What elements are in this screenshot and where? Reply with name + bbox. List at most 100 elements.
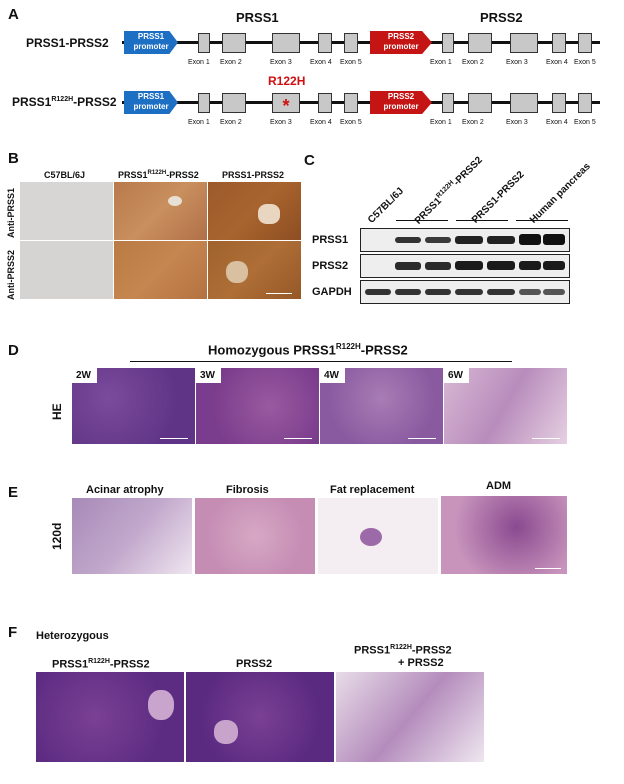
panel-label-b: B xyxy=(8,150,19,167)
mutation-asterisk: * xyxy=(282,96,290,116)
blot-band xyxy=(425,289,451,295)
exon-1 xyxy=(442,93,454,113)
image-label-fibrosis: Fibrosis xyxy=(226,484,269,496)
blot-band xyxy=(365,289,391,295)
scale-bar xyxy=(266,293,292,294)
exon-1 xyxy=(198,93,210,113)
panel-label-d: D xyxy=(8,342,19,359)
blot-band xyxy=(519,289,541,295)
ihc-c57bl-anti-prss2 xyxy=(20,241,113,299)
exon-label: Exon 1 xyxy=(430,59,452,66)
he-image-het-mutant xyxy=(36,672,184,762)
blot-band xyxy=(543,234,565,245)
he-image-3w: 3W xyxy=(196,368,319,444)
timepoint-label: 4W xyxy=(320,368,345,383)
timepoint-label: 6W xyxy=(444,368,469,383)
exon-label: Exon 4 xyxy=(310,119,332,126)
image-label-acinar-atrophy: Acinar atrophy xyxy=(86,484,164,496)
residual-acini xyxy=(360,528,382,546)
exon-label: Exon 5 xyxy=(574,119,596,126)
panel-label-c: C xyxy=(304,152,315,169)
ihc-c57bl-anti-prss1 xyxy=(20,182,113,240)
blot-band xyxy=(455,289,483,295)
exon-label: Exon 5 xyxy=(340,119,362,126)
exon-label: Exon 2 xyxy=(462,59,484,66)
column-label-prss2: PRSS2 xyxy=(236,658,273,670)
panel-d-title: Homozygous PRSS1R122H-PRSS2 xyxy=(208,342,408,358)
gene-backbone xyxy=(122,101,600,104)
blot-band xyxy=(425,262,451,270)
blot-band xyxy=(395,237,421,243)
exon-5 xyxy=(578,93,592,113)
ihc-mutant-anti-prss2 xyxy=(114,241,207,299)
exon-label: Exon 2 xyxy=(220,59,242,66)
exon-label: Exon 3 xyxy=(270,119,292,126)
exon-label: Exon 4 xyxy=(546,119,568,126)
construct-label-mutant: PRSS1R122H-PRSS2 xyxy=(12,95,117,109)
exon-2 xyxy=(468,33,492,53)
blot-band xyxy=(455,261,483,270)
panel-label-e: E xyxy=(8,484,19,501)
exon-5 xyxy=(578,33,592,53)
scale-bar xyxy=(532,438,560,439)
group-bar xyxy=(396,220,448,221)
duct-lumen xyxy=(168,196,182,206)
blot-band xyxy=(395,262,421,270)
title-underline xyxy=(130,361,512,362)
band-label-gapdh: GAPDH xyxy=(312,286,352,298)
row-label-anti-prss1: Anti-PRSS1 xyxy=(6,187,16,238)
exon-label: Exon 3 xyxy=(506,119,528,126)
exon-label: Exon 5 xyxy=(574,59,596,66)
exon-label: Exon 4 xyxy=(310,59,332,66)
column-label-c57bl: C57BL/6J xyxy=(44,170,86,180)
scale-bar xyxy=(535,568,561,569)
timepoint-label: 2W xyxy=(72,368,97,383)
exon-5 xyxy=(344,33,358,53)
exon-3 xyxy=(272,33,300,53)
western-blot-prss2 xyxy=(360,254,570,278)
exon-label: Exon 2 xyxy=(462,119,484,126)
image-label-fat-replacement: Fat replacement xyxy=(330,484,415,496)
mutation-label: R122H xyxy=(268,74,306,88)
islet xyxy=(148,690,174,720)
exon-1 xyxy=(442,33,454,53)
image-label-adm: ADM xyxy=(486,480,512,492)
exon-label: Exon 4 xyxy=(546,59,568,66)
blot-band xyxy=(543,289,565,295)
islet xyxy=(258,204,280,224)
exon-5 xyxy=(344,93,358,113)
construct-label-wt: PRSS1-PRSS2 xyxy=(26,36,109,50)
exon-1 xyxy=(198,33,210,53)
exon-4 xyxy=(318,33,332,53)
blot-band xyxy=(519,234,541,245)
exon-4 xyxy=(318,93,332,113)
he-image-het-combined xyxy=(336,672,484,762)
islet xyxy=(226,261,248,283)
western-blot-gapdh xyxy=(360,280,570,304)
blot-band xyxy=(487,236,515,244)
stain-label-he: HE xyxy=(50,403,64,420)
exon-4 xyxy=(552,93,566,113)
scale-bar xyxy=(160,438,188,439)
lane-label-wt: PRSS1-PRSS2 xyxy=(470,169,527,226)
panel-f-title: Heterozygous xyxy=(36,630,109,642)
gene-label-prss2: PRSS2 xyxy=(480,10,523,25)
gene-backbone xyxy=(122,41,600,44)
exon-label: Exon 1 xyxy=(430,119,452,126)
column-label-mutant-het: PRSS1R122H-PRSS2 xyxy=(52,658,150,671)
time-label-120d: 120d xyxy=(50,522,64,550)
panel-label-f: F xyxy=(8,624,18,641)
exon-3 xyxy=(510,93,538,113)
blot-band xyxy=(487,289,515,295)
western-blot-prss1 xyxy=(360,228,570,252)
he-image-2w: 2W xyxy=(72,368,195,444)
exon-2 xyxy=(468,93,492,113)
blot-band xyxy=(543,261,565,270)
panel-label-a: A xyxy=(8,6,19,23)
ihc-wt-anti-prss1 xyxy=(208,182,301,240)
scale-bar xyxy=(408,438,436,439)
